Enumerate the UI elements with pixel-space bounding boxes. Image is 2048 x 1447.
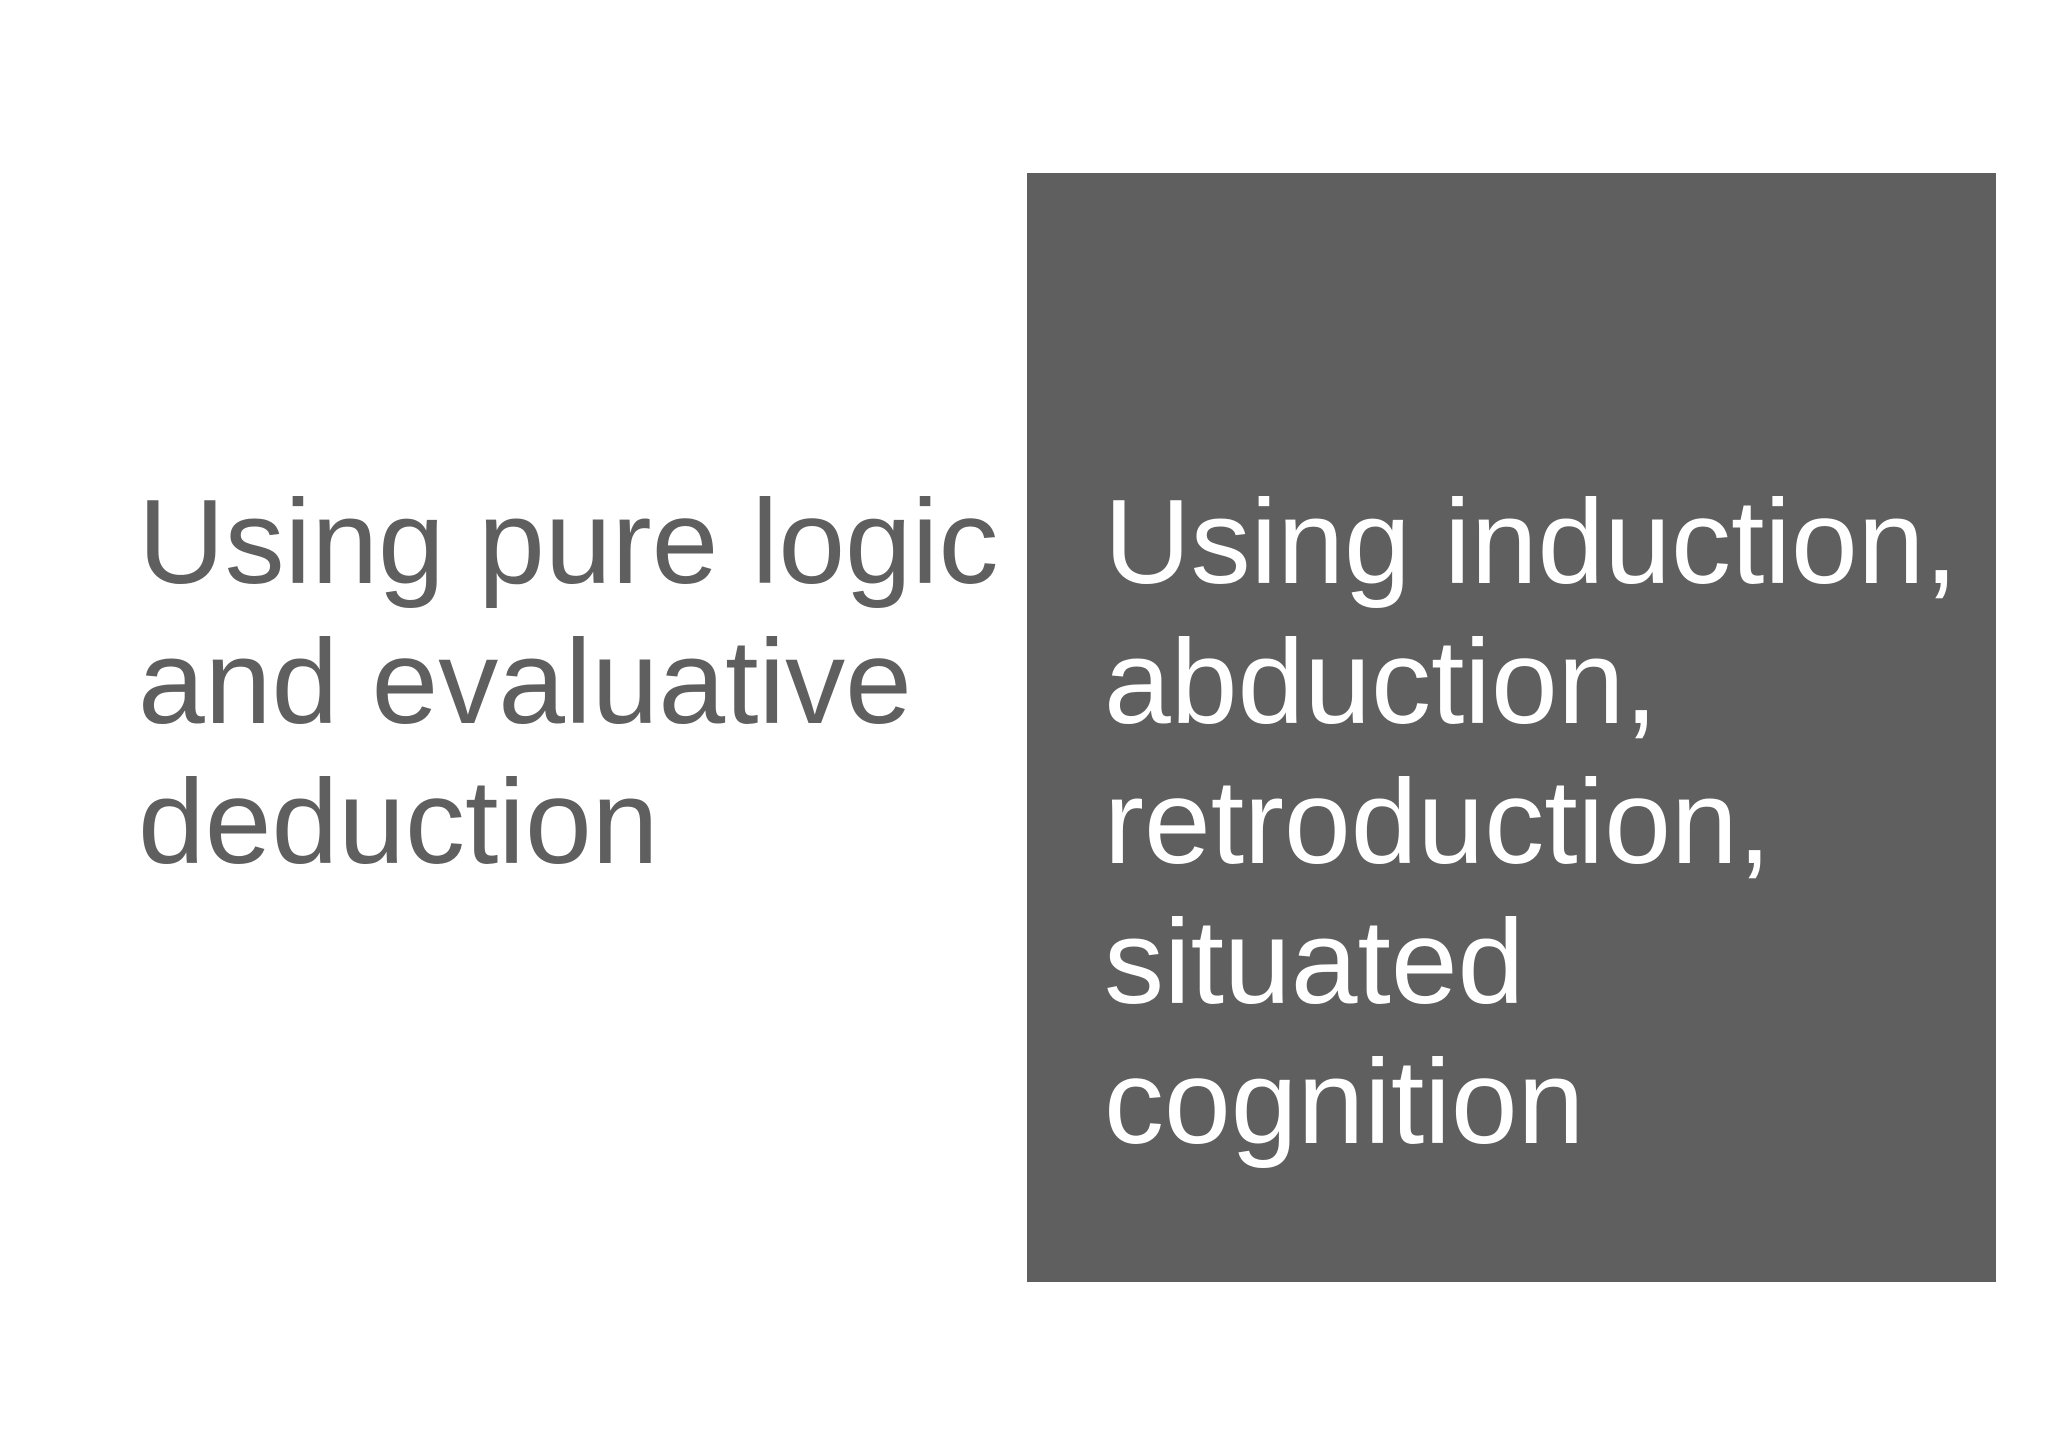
right-panel: [1027, 173, 1996, 1282]
left-line: deduction: [138, 755, 659, 889]
right-line: cognition: [1104, 1035, 1585, 1169]
right-line: abduction,: [1104, 615, 1658, 749]
left-line: and evaluative: [138, 615, 912, 749]
right-line: retroduction,: [1104, 755, 1772, 889]
right-line: Using induction,: [1104, 475, 1958, 609]
left-text-block: Using pure logic and evaluative deductio…: [138, 472, 1018, 892]
right-line: situated: [1104, 895, 1525, 1029]
left-line: Using pure logic: [138, 475, 999, 609]
right-text-block: Using induction, abduction, retroduction…: [1104, 472, 1984, 1172]
